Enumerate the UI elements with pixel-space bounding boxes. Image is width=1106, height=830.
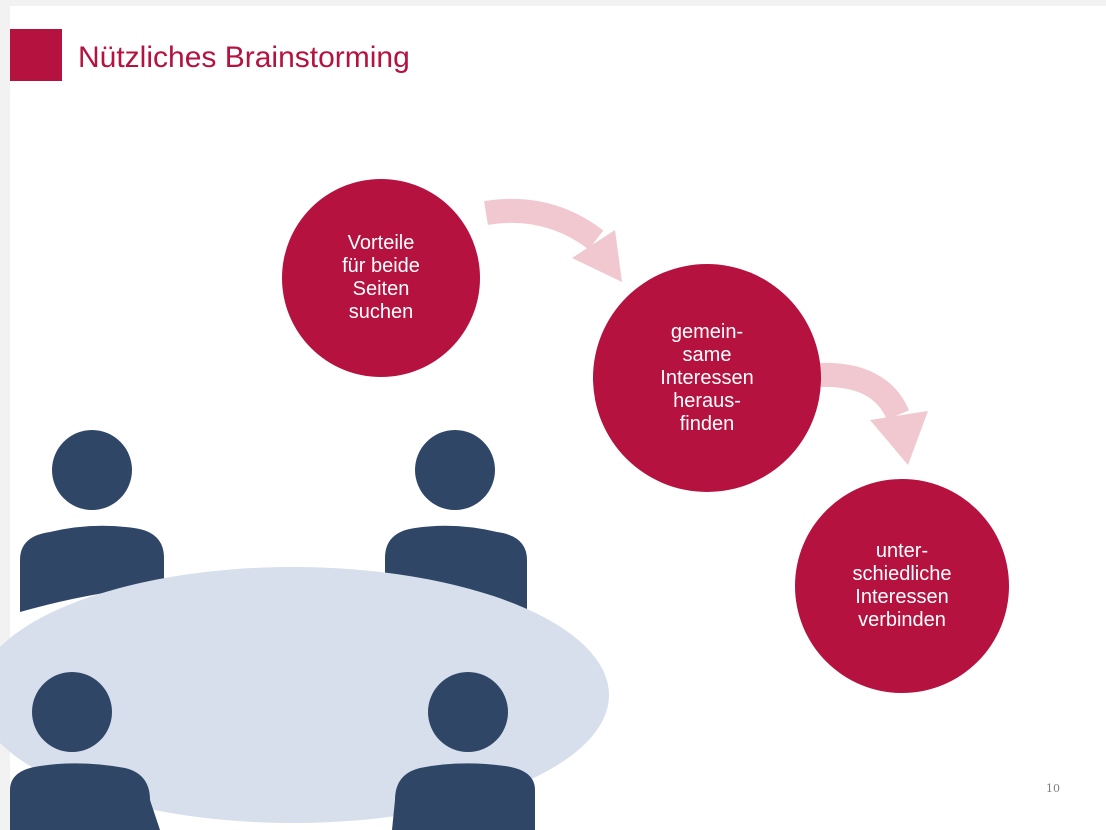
step-circle-1: Vorteile für beide Seiten suchen [282, 179, 480, 377]
person-icon [20, 430, 164, 612]
top-strip [0, 0, 1106, 6]
person-icon [385, 430, 527, 612]
person-icon [10, 672, 160, 830]
slide-title: Nützliches Brainstorming [78, 41, 410, 74]
title-accent-square [10, 29, 62, 81]
step-label-1: Vorteile für beide Seiten suchen [342, 232, 420, 323]
curved-arrow-icon [819, 362, 928, 465]
person-icon [392, 672, 535, 830]
curved-arrow-icon [484, 198, 622, 282]
page-number: 10 [1046, 782, 1060, 795]
step-label-2: gemein- same Interessen heraus- finden [660, 320, 754, 435]
step-circle-3: unter- schiedliche Interessen verbinden [795, 479, 1009, 693]
round-table-icon [0, 567, 609, 823]
left-strip [0, 0, 10, 830]
step-circle-2: gemein- same Interessen heraus- finden [593, 264, 821, 492]
step-label-3: unter- schiedliche Interessen verbinden [852, 540, 952, 631]
